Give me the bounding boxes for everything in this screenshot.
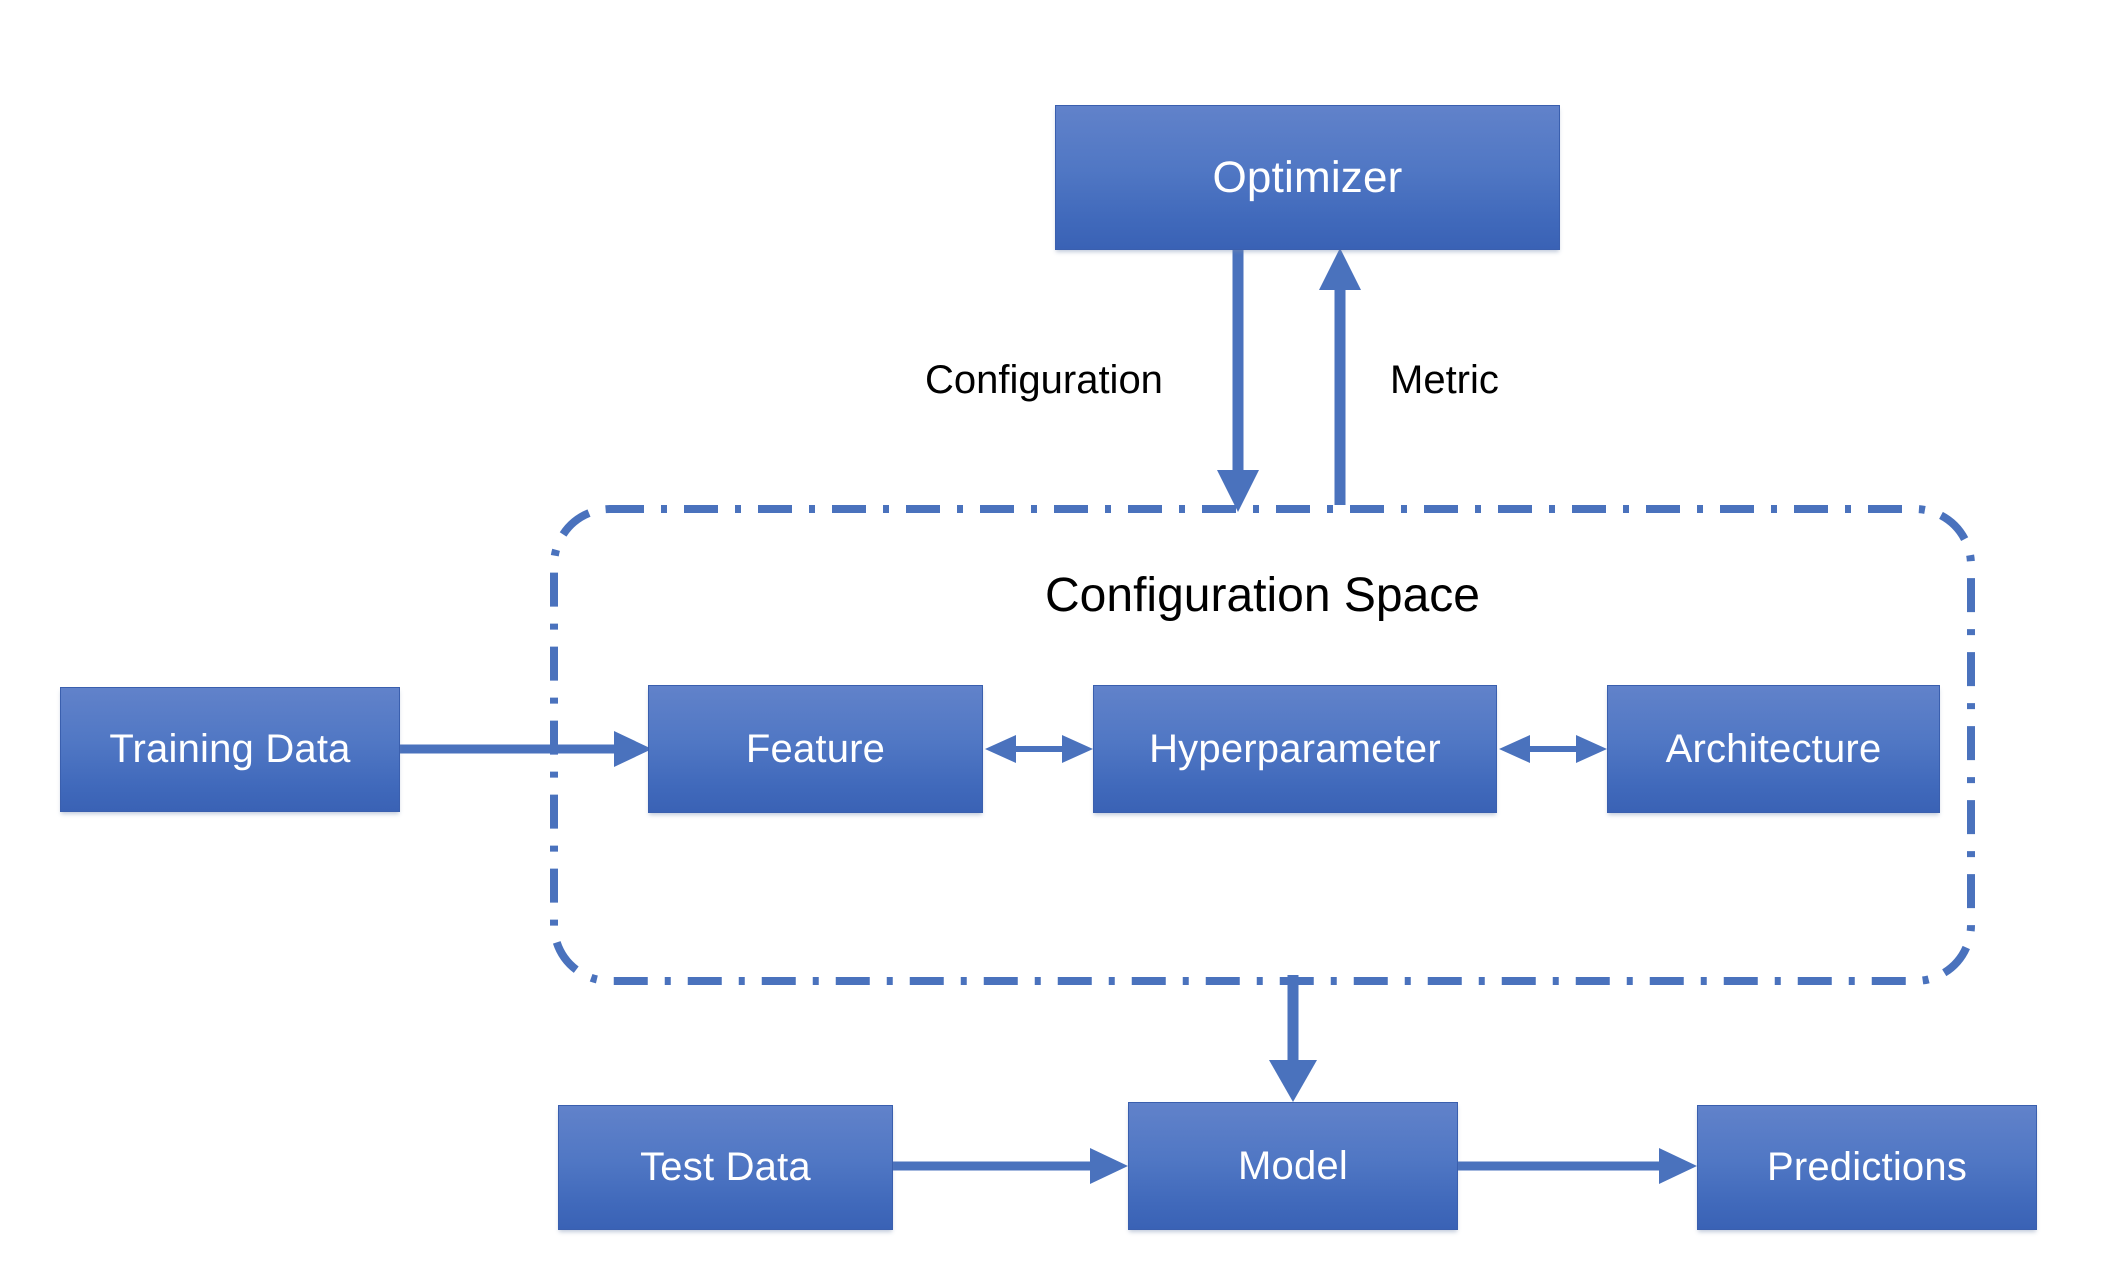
edge-model-to-predictions bbox=[1458, 1148, 1697, 1184]
node-feature[interactable]: Feature bbox=[648, 685, 983, 813]
node-predictions[interactable]: Predictions bbox=[1697, 1105, 2037, 1230]
configuration-space-title: Configuration Space bbox=[1045, 569, 1480, 622]
label-metric: Metric bbox=[1390, 358, 1499, 402]
edge-test-to-model bbox=[893, 1148, 1128, 1184]
node-model[interactable]: Model bbox=[1128, 1102, 1458, 1230]
node-optimizer[interactable]: Optimizer bbox=[1055, 105, 1560, 250]
edge-space-to-model bbox=[1269, 975, 1317, 1102]
node-training-data[interactable]: Training Data bbox=[60, 687, 400, 812]
node-architecture[interactable]: Architecture bbox=[1607, 685, 1940, 813]
label-configuration: Configuration bbox=[925, 358, 1163, 402]
node-hyperparameter[interactable]: Hyperparameter bbox=[1093, 685, 1497, 813]
node-test-data[interactable]: Test Data bbox=[558, 1105, 893, 1230]
edge-configuration bbox=[1217, 250, 1259, 512]
edge-metric bbox=[1319, 248, 1361, 505]
